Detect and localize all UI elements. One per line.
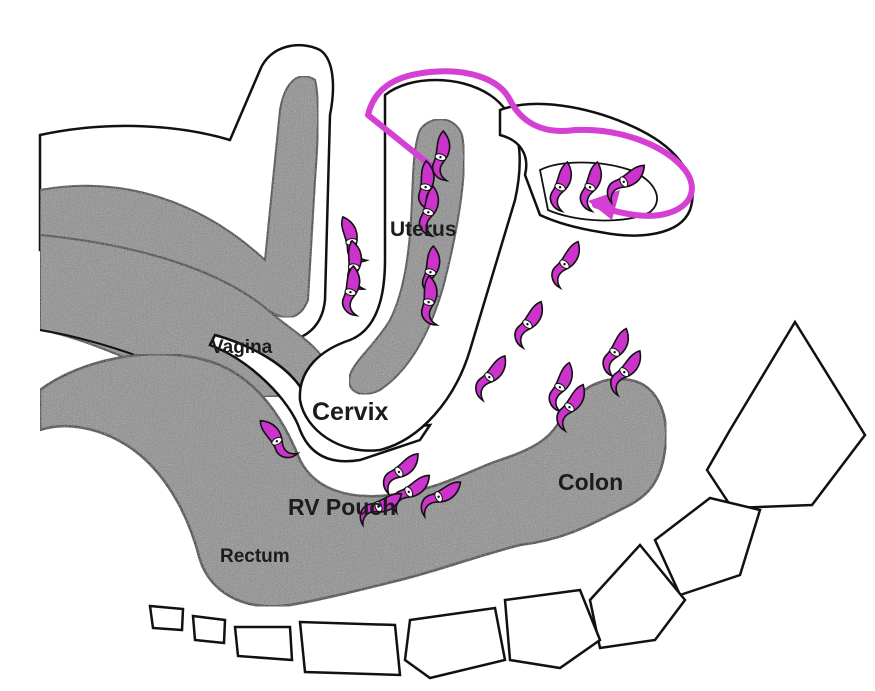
uterus-structure [300, 80, 520, 451]
label-colon: Colon [558, 469, 623, 495]
label-vagina: Vagina [211, 337, 273, 358]
cell [470, 354, 517, 401]
cell [546, 240, 591, 288]
label-cervix: Cervix [312, 398, 389, 426]
cell [339, 265, 369, 316]
label-uterus: Uterus [390, 218, 457, 241]
label-rectum: Rectum [220, 546, 290, 567]
label-rv-pouch: RV Pouch [288, 494, 396, 520]
cell [509, 300, 554, 348]
